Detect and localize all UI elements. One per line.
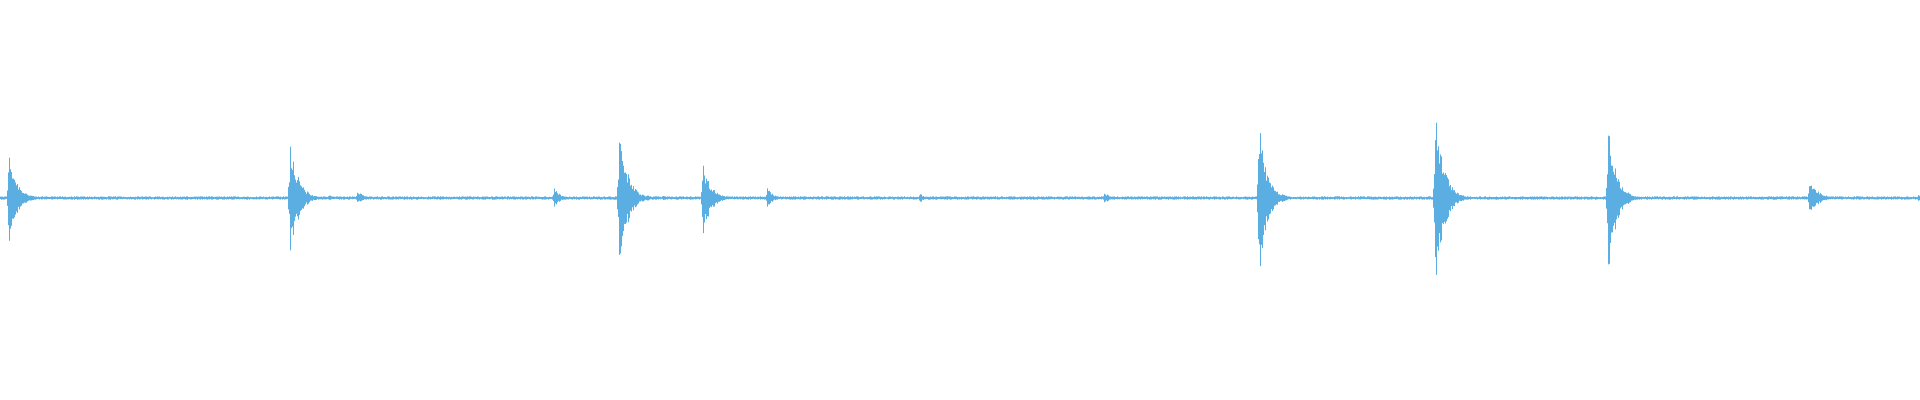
waveform-path-group <box>0 122 1920 275</box>
waveform-trace <box>0 122 1920 275</box>
